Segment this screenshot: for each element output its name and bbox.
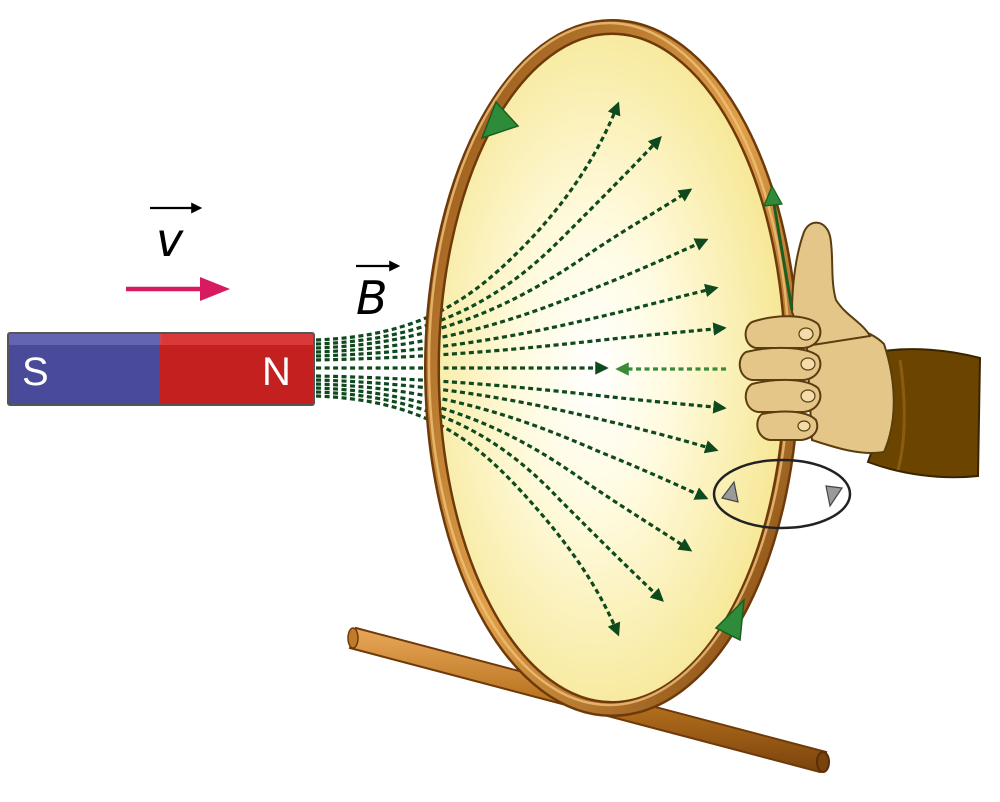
field-line	[315, 374, 727, 414]
velocity-label: v	[156, 213, 184, 267]
bar-magnet: S N	[7, 332, 315, 406]
right-hand-icon	[738, 221, 982, 479]
field-line	[315, 101, 621, 342]
south-label: S	[22, 350, 49, 394]
current-arrow-bottom	[714, 597, 745, 642]
field-line	[315, 386, 693, 552]
field-line	[315, 238, 709, 354]
thumb-current-arrow	[763, 184, 794, 311]
velocity-vector: v	[126, 202, 230, 301]
field-line	[315, 322, 727, 362]
field-line	[315, 188, 693, 350]
circular-arrow-icon	[712, 458, 852, 530]
field-line	[315, 378, 719, 454]
field-line	[315, 390, 664, 602]
magnetic-field-lines	[315, 101, 727, 637]
loop-surface	[438, 33, 786, 703]
north-label: N	[262, 350, 291, 394]
field-line	[315, 394, 621, 637]
field-vector: B	[356, 260, 401, 325]
field-line	[315, 382, 709, 500]
field-line	[315, 283, 719, 358]
current-arrow-top	[480, 100, 520, 140]
field-label: B	[356, 271, 388, 325]
field-line	[315, 136, 662, 346]
